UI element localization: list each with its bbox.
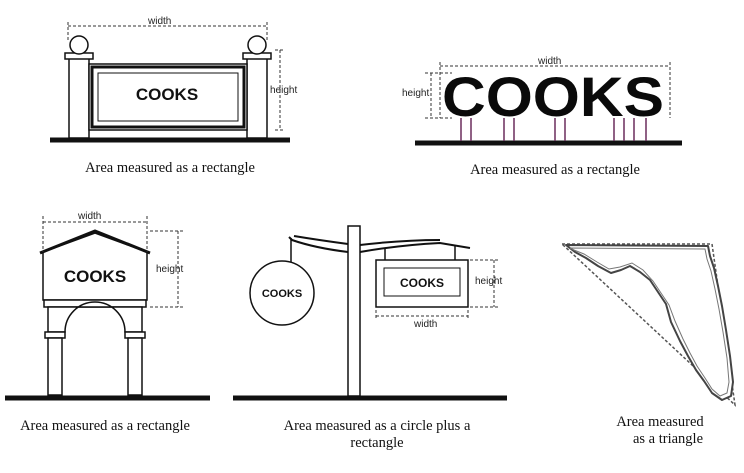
gable-panel xyxy=(42,232,148,301)
width-label-2: width xyxy=(537,56,561,67)
caption-monument-rectangle: Area measured as a rectangle xyxy=(85,160,255,176)
sign-panel xyxy=(88,63,248,131)
width-label-3: width xyxy=(77,211,101,222)
left-pillar-ball xyxy=(69,35,89,55)
height-label-3: height xyxy=(156,264,183,275)
arch-header xyxy=(47,301,143,333)
caption-circle-line2: rectangle xyxy=(350,435,404,451)
right-pillar-ball xyxy=(247,35,267,55)
florida-outline xyxy=(565,244,734,401)
sign-text-rectangle: COOKS xyxy=(400,276,444,290)
sign-text-3: COOKS xyxy=(64,267,126,286)
caption-channel-letters-rectangle: Area measured as a rectangle xyxy=(470,162,640,178)
right-pillar xyxy=(246,57,268,139)
dimension-lines-3 xyxy=(42,216,185,308)
caption-triangle-line1: Area measured xyxy=(616,414,704,430)
dimension-lines-1 xyxy=(67,22,285,131)
circle-sign xyxy=(249,260,315,326)
left-column xyxy=(47,337,63,396)
arch-sign-figure xyxy=(5,229,210,401)
dimension-lines-2 xyxy=(425,62,671,119)
sign-text-2: COOKS xyxy=(442,65,664,128)
height-label-2: height xyxy=(402,88,429,99)
pole xyxy=(347,225,361,397)
height-label-1: height xyxy=(270,85,297,96)
sign-text-1: COOKS xyxy=(136,85,198,104)
width-label-1: width xyxy=(147,16,171,27)
monument-sign-figure xyxy=(50,35,290,143)
dimension-lines-4 xyxy=(375,259,500,320)
caption-triangle-line2: as a triangle xyxy=(632,431,704,447)
width-label-4: width xyxy=(413,319,437,330)
height-label-4: height xyxy=(475,276,502,287)
left-pillar xyxy=(68,57,90,139)
caption-circle-line1: Area measured as a circle plus a xyxy=(283,418,471,434)
pole-sign-figure xyxy=(233,225,507,401)
caption-arch-rectangle: Area measured as a rectangle xyxy=(20,418,190,434)
sign-text-circle: COOKS xyxy=(262,288,302,300)
letter-posts xyxy=(460,118,647,141)
caption-triangle: Area measured as a triangle xyxy=(592,414,728,448)
right-column xyxy=(127,337,143,396)
channel-letter-figure xyxy=(415,118,682,146)
caption-circle-plus-rectangle: Area measured as a circle plus a rectang… xyxy=(250,418,504,452)
florida-triangle-figure xyxy=(560,243,737,407)
